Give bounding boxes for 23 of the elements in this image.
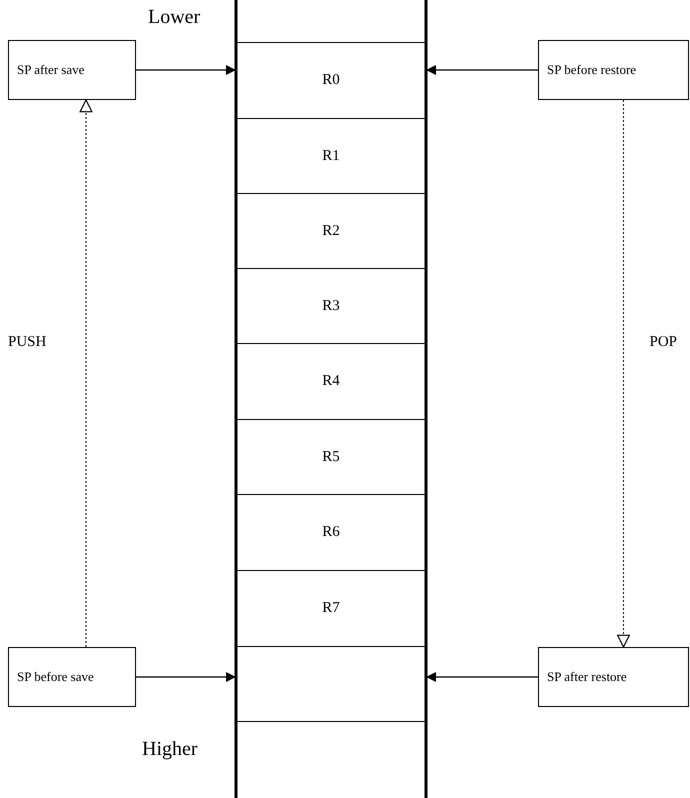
arrow (617, 100, 630, 648)
edge-label: PUSH (8, 334, 46, 350)
edge-label: POP (650, 334, 678, 350)
pointer-box: SP before save (8, 647, 136, 707)
pointer-box: SP before restore (538, 40, 689, 100)
arrow (80, 99, 92, 648)
register-slot: R0 (236, 42, 426, 118)
register-slot: R1 (236, 118, 426, 193)
register-slot: R6 (236, 494, 426, 570)
arrow (426, 672, 538, 682)
register-slot: R4 (236, 343, 426, 419)
pointer-box: SP after save (8, 40, 136, 100)
pointer-box: SP after restore (538, 647, 689, 707)
register-slot: R5 (236, 419, 426, 494)
register-slot: R2 (236, 193, 426, 268)
register-slot: R3 (236, 268, 426, 343)
empty-slot (236, 646, 426, 722)
arrow (136, 672, 236, 682)
arrow (426, 65, 538, 75)
arrow (136, 65, 236, 75)
direction-label: Higher (142, 738, 198, 761)
direction-label: Lower (148, 6, 200, 29)
register-slot: R7 (236, 570, 426, 646)
